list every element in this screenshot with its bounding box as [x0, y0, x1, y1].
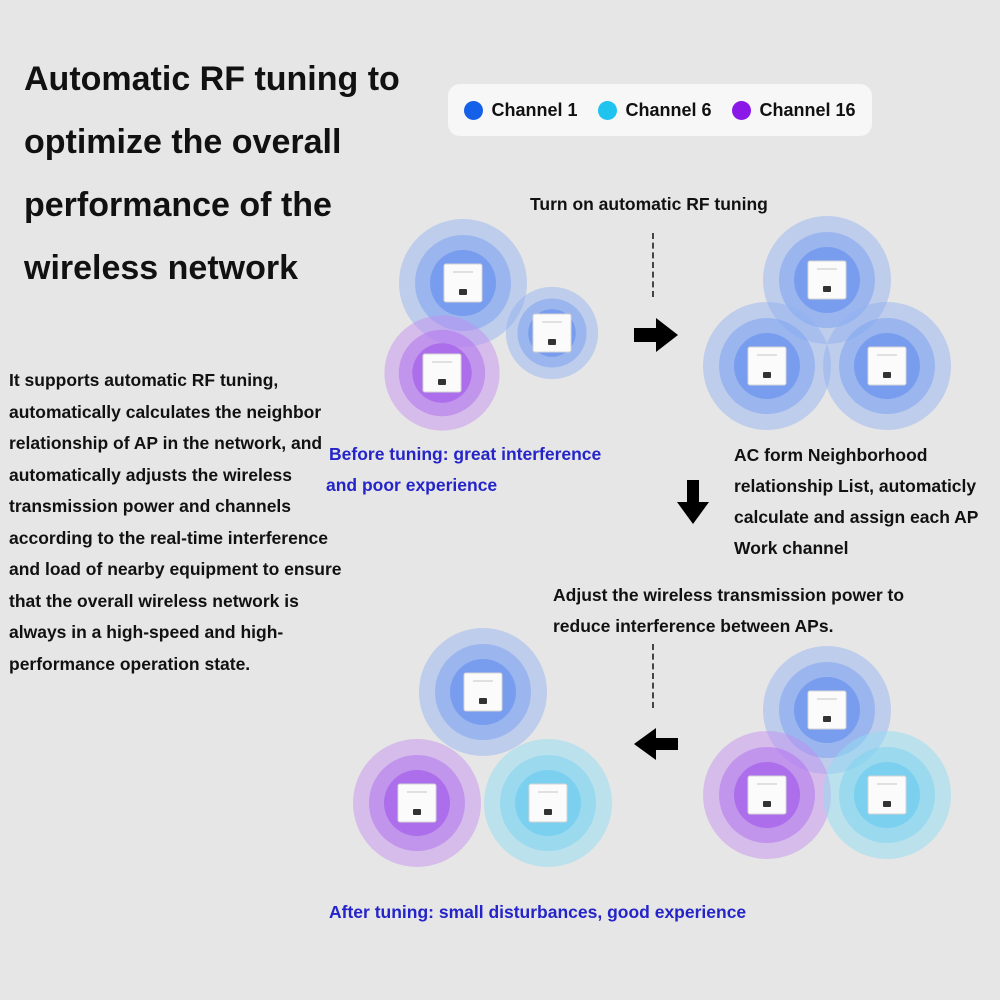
arrow-down-icon: [677, 480, 709, 524]
legend-label: Channel 16: [759, 99, 856, 120]
page-title: Automatic RF tuning to optimize the over…: [24, 60, 400, 287]
access-point-icon: [532, 313, 572, 353]
access-point-icon: [528, 783, 568, 823]
after-tuning-cluster: [353, 628, 612, 867]
access-point-icon: [747, 775, 787, 815]
feature-description: It supports automatic RF tuning, automat…: [9, 370, 342, 674]
ac-form-label: AC form Neighborhood relationship List, …: [734, 445, 979, 558]
arrow-left-icon: [634, 728, 678, 760]
access-point-icon: [422, 353, 462, 393]
access-point-icon: [807, 690, 847, 730]
connector-dashed-line: [652, 233, 654, 297]
legend-item-channel-6: Channel 6: [598, 99, 712, 121]
step-turn-on-label: Turn on automatic RF tuning: [530, 194, 768, 214]
legend-label: Channel 6: [625, 99, 712, 120]
access-point-icon: [397, 783, 437, 823]
adjust-power-label: Adjust the wireless transmission power t…: [553, 585, 905, 636]
after-tuning-caption: After tuning: small disturbances, good e…: [329, 902, 747, 922]
channel-assigned-cluster: [703, 646, 951, 859]
channel-1-dot-icon: [464, 100, 484, 120]
access-point-icon: [463, 672, 503, 712]
access-point-icon: [747, 346, 787, 386]
channel-legend: Channel 1 Channel 6 Channel 16: [448, 84, 872, 136]
arrow-right-icon: [634, 318, 678, 352]
channel-6-dot-icon: [598, 100, 618, 120]
access-point-icon: [443, 263, 483, 303]
connector-dashed-line: [652, 644, 654, 708]
access-point-icon: [807, 260, 847, 300]
access-point-icon: [867, 775, 907, 815]
legend-label: Channel 1: [491, 99, 578, 120]
legend-item-channel-16: Channel 16: [732, 99, 856, 121]
channel-16-dot-icon: [732, 100, 752, 120]
before-tuning-caption: Before tuning: great interference and po…: [326, 444, 602, 495]
tuning-on-cluster: [703, 216, 951, 430]
legend-item-channel-1: Channel 1: [464, 99, 578, 121]
access-point-icon: [867, 346, 907, 386]
